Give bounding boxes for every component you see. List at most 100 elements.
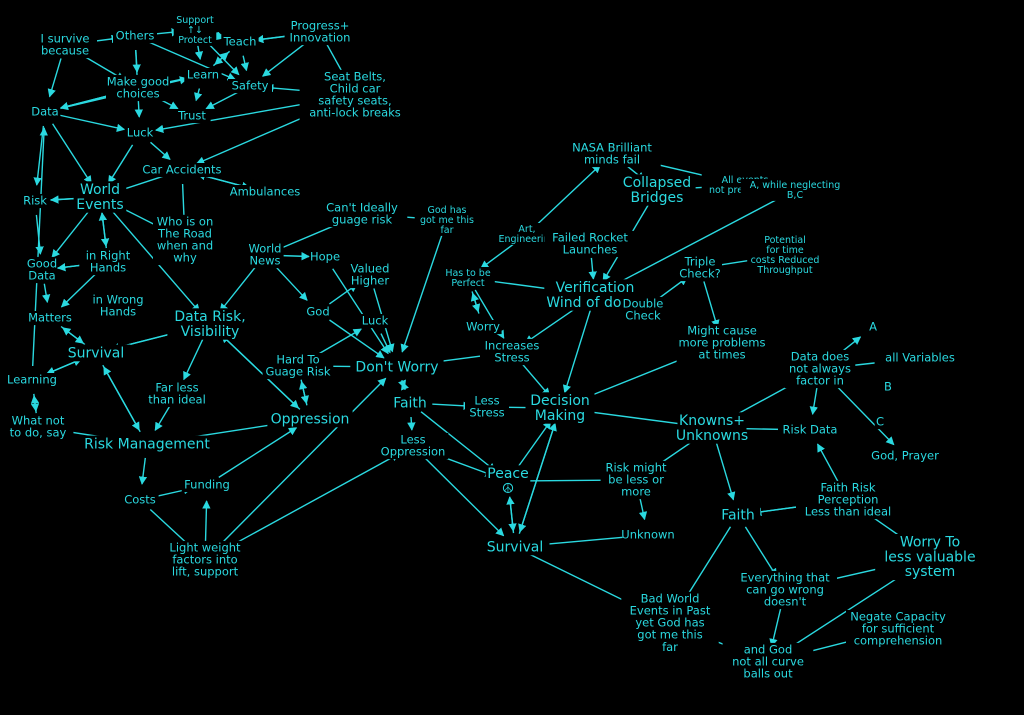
node-label-line: Perception — [818, 493, 879, 507]
node-label-line: Stress — [469, 406, 504, 420]
node-label-line: Faith — [721, 507, 755, 523]
node-label: Funding — [184, 478, 230, 492]
node-label: Costs — [124, 493, 156, 507]
node-others: Others — [113, 29, 157, 44]
edge-while_neglecting-to-verification — [608, 195, 783, 289]
node-label-line: Unknowns — [676, 428, 748, 444]
node-backdrop — [121, 493, 159, 508]
node-label-line: Engineering — [499, 234, 556, 245]
node-learning: Learning — [3, 373, 61, 388]
node-label-line: factors into — [172, 553, 237, 567]
node-label-line: Innovation — [290, 31, 351, 45]
node-backdrop — [722, 642, 814, 682]
node-label-line: choices — [116, 87, 159, 101]
node-knowns-unknowns: Knowns+Unknowns — [676, 412, 748, 444]
node-label-line: Making — [535, 408, 585, 424]
node-letter-c: C — [874, 415, 886, 430]
edge-progress-to-safety — [262, 40, 310, 77]
node-backdrop — [747, 234, 823, 276]
node-backdrop — [465, 393, 509, 421]
node-risk: Risk — [19, 194, 51, 209]
node-backdrop — [136, 163, 228, 178]
edge-world_events-to-good_data — [51, 207, 92, 259]
edge-god_has_got_me-to-dont_worry — [400, 233, 444, 353]
node-label-line: Double — [623, 297, 664, 311]
node-label-line: Safety — [232, 79, 269, 93]
node-label-line: Can't Ideally — [326, 201, 398, 215]
node-backdrop — [184, 68, 222, 83]
node-backdrop — [485, 465, 531, 497]
node-backdrop — [874, 415, 886, 430]
node-backdrop — [677, 412, 747, 444]
node-label: Trust — [177, 109, 206, 123]
node-label: Unknown — [621, 528, 674, 542]
node-label-line: Unknown — [621, 528, 674, 542]
edge-faith1-to-peace — [420, 411, 497, 472]
node-label-line: Far less — [155, 381, 198, 395]
edge-learn-to-trust — [194, 88, 203, 102]
node-safety: Safety — [228, 79, 272, 94]
edge-luck2-to-dont_worry — [380, 333, 391, 354]
node-label-line: minds fail — [584, 153, 640, 167]
node-label-line: Don't Worry — [355, 359, 438, 375]
node-label-line: World — [80, 182, 120, 198]
node-label: Survival — [68, 345, 124, 361]
node-label-line: Ambulances — [230, 185, 301, 199]
node-teach: Teach — [221, 35, 259, 50]
node-label-line: Seat Belts, — [324, 70, 386, 84]
node-label-line: Support — [176, 15, 214, 26]
node-backdrop — [61, 344, 131, 362]
node-backdrop — [33, 31, 97, 59]
node-backdrop — [29, 105, 61, 120]
edge-far_less_than_ideal-to-risk_management — [154, 405, 171, 432]
edge-failed_rocket-to-verification — [588, 257, 597, 280]
node-backdrop — [26, 256, 58, 284]
node-label-line: Might cause — [687, 324, 757, 338]
node-backdrop — [229, 185, 301, 200]
node-label-line: God — [306, 305, 329, 319]
node-backdrop — [3, 373, 61, 388]
node-label-line: Risk Data — [783, 423, 838, 437]
node-label-line: Negate Capacity — [850, 610, 946, 624]
node-costs: Costs — [121, 493, 159, 508]
node-label-line: in Right — [86, 249, 131, 263]
node-backdrop — [24, 311, 76, 326]
edge-oppression1-to-hard_to_guage — [299, 380, 308, 406]
node-backdrop — [784, 349, 856, 389]
node-backdrop — [414, 204, 480, 236]
node-dont-worry: Don't Worry — [350, 358, 444, 375]
node-data-risk-visibility: Data Risk,Visibility — [167, 308, 253, 340]
node-learn: Learn — [184, 68, 222, 83]
node-label-line: Less — [400, 433, 425, 447]
node-label-line: more — [621, 485, 651, 499]
node-label-line: Matters — [28, 311, 72, 325]
edge-lightweight-to-less_oppression — [216, 453, 400, 554]
node-backdrop — [441, 267, 495, 289]
node-label: God, Prayer — [871, 449, 939, 463]
edge-support_protect-to-learn — [194, 43, 204, 61]
node-letter-a: A — [867, 320, 879, 335]
node-label-line: Valued — [351, 262, 390, 276]
node-backdrop — [621, 591, 719, 655]
node-label-line: Who is on — [157, 215, 214, 229]
node-label-line: Worry To — [900, 535, 960, 551]
node-label: Learning — [7, 373, 57, 387]
node-label-line: Risk Management — [84, 436, 210, 452]
node-backdrop — [284, 18, 356, 46]
node-backdrop — [267, 410, 353, 428]
edge-what_not_to_do-to-learning — [30, 395, 40, 414]
node-label: Faith — [393, 395, 427, 411]
node-backdrop — [621, 296, 665, 324]
node-label-line: Car Accidents — [142, 163, 221, 177]
